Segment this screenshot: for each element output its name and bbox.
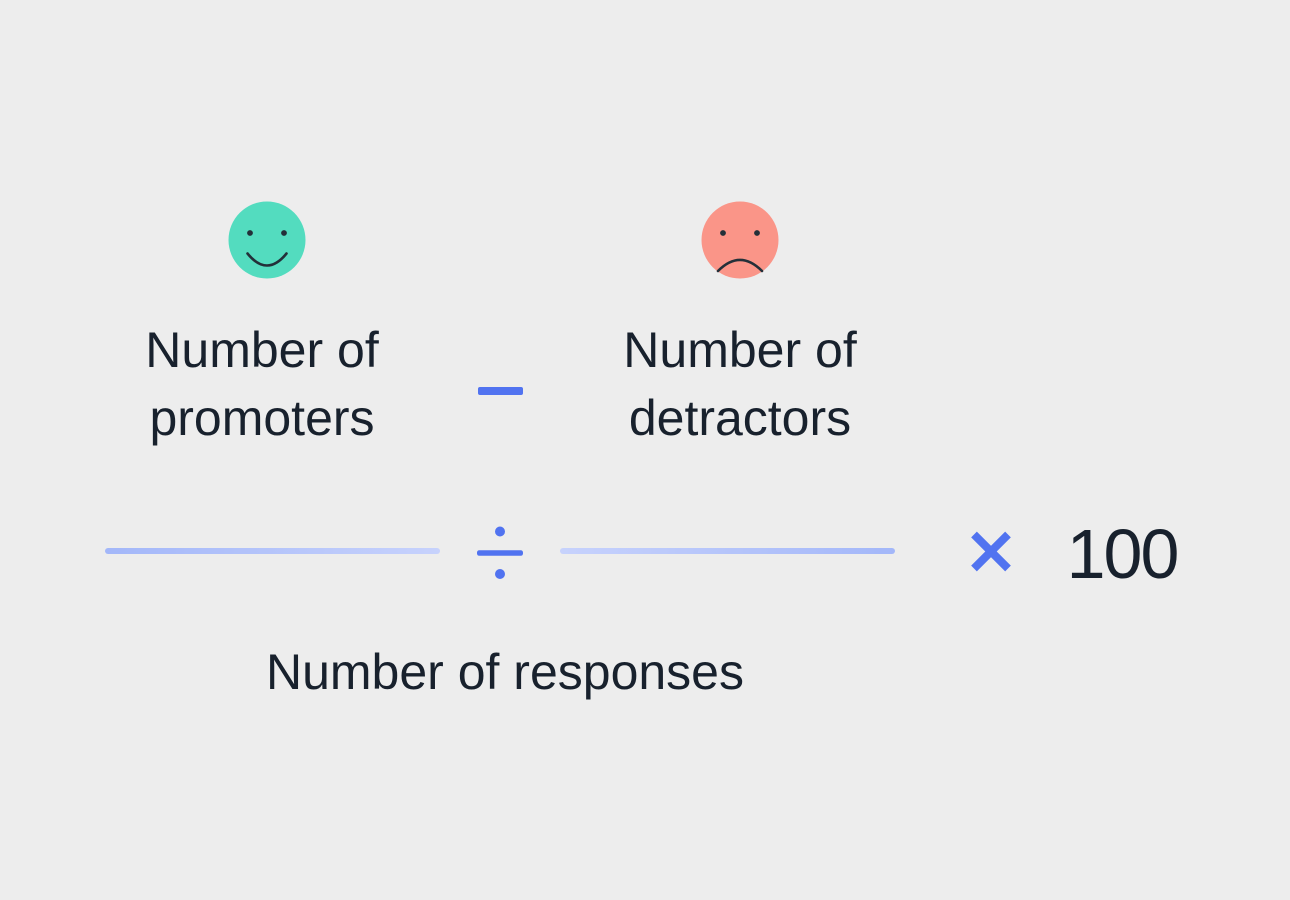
happy-face-circle [228,201,306,279]
promoters-label: Number of promoters [62,316,462,452]
fraction-line-left [105,548,440,554]
divide-top-dot [495,526,505,536]
multiply-icon [971,531,1011,572]
divide-bar [477,549,523,556]
detractors-label-line2: detractors [628,390,852,446]
responses-label: Number of responses [265,644,744,700]
happy-left-eye-icon [247,230,253,236]
sad-face-circle [701,201,779,279]
happy-face-icon [228,201,306,279]
fraction-line-right [560,548,895,554]
divide-bottom-dot [495,568,505,579]
multiplier-value: 100 [1066,515,1180,593]
frown-mouth-icon [716,258,764,273]
sad-right-eye-icon [754,230,760,236]
detractors-label: Number of detractors [540,316,940,452]
smile-mouth-icon [246,252,288,267]
sad-face-icon [701,201,779,279]
sad-left-eye-icon [720,230,726,236]
happy-right-eye-icon [281,230,287,236]
multiply-stroke-2 [971,531,1011,572]
detractors-label-line1: Number of [623,322,857,378]
promoters-label-line2: promoters [149,390,375,446]
divide-icon [477,526,523,579]
minus-icon [477,387,523,395]
promoters-label-line1: Number of [145,322,379,378]
